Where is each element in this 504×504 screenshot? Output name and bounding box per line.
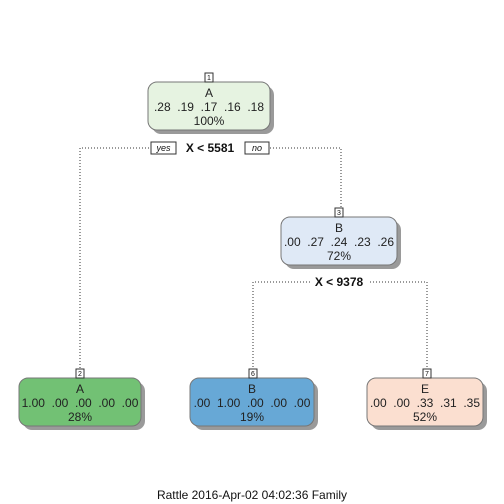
no-tag-box bbox=[244, 141, 270, 155]
yes-tag-box bbox=[150, 141, 177, 155]
split-label-node3: X < 9378 bbox=[315, 275, 364, 289]
node-1-pct: 100% bbox=[194, 114, 225, 128]
node-1-probs: .28 .19 .17 .16 .18 bbox=[154, 100, 264, 114]
node-3-probs: .00 .27 .24 .23 .26 bbox=[284, 235, 394, 249]
node-1-number: 1 bbox=[207, 75, 211, 82]
node-6-number-box bbox=[248, 368, 258, 379]
node-6-class: B bbox=[248, 382, 256, 396]
node-3-number-box bbox=[334, 207, 344, 218]
node-6-pct: 19% bbox=[240, 410, 264, 424]
caption: Rattle 2016-Apr-02 04:02:36 Family bbox=[156, 488, 348, 502]
node-2-pct: 28% bbox=[68, 410, 92, 424]
edge-root-left bbox=[79, 147, 152, 370]
split-label-root: X < 5581 bbox=[186, 141, 235, 155]
node-3-number: 3 bbox=[337, 210, 341, 217]
no-tag: no bbox=[252, 143, 262, 153]
node-6-number: 6 bbox=[251, 371, 255, 378]
node-7-pct: 52% bbox=[413, 410, 437, 424]
node-2-class: A bbox=[76, 382, 84, 396]
node-7-number: 7 bbox=[425, 371, 429, 378]
node-3-pct: 72% bbox=[327, 249, 351, 263]
node-2-number: 2 bbox=[78, 371, 82, 378]
edge-node3-right bbox=[370, 281, 428, 370]
node-7-number-box bbox=[422, 368, 432, 379]
node-6-probs: .00 1.00 .00 .00 .00 bbox=[194, 396, 311, 410]
node-1-class: A bbox=[205, 86, 213, 100]
node-3-class: B bbox=[335, 221, 343, 235]
edge-node3-left bbox=[252, 281, 310, 370]
node-7-probs: .00 .00 .33 .31 .35 bbox=[370, 396, 480, 410]
node-1-number-box bbox=[204, 72, 214, 83]
node-7-class: E bbox=[421, 382, 429, 396]
node-2-probs: 1.00 .00 .00 .00 .00 bbox=[22, 396, 139, 410]
yes-tag: yes bbox=[155, 143, 171, 153]
node-2-number-box bbox=[75, 368, 85, 379]
edge-root-right bbox=[270, 147, 342, 208]
